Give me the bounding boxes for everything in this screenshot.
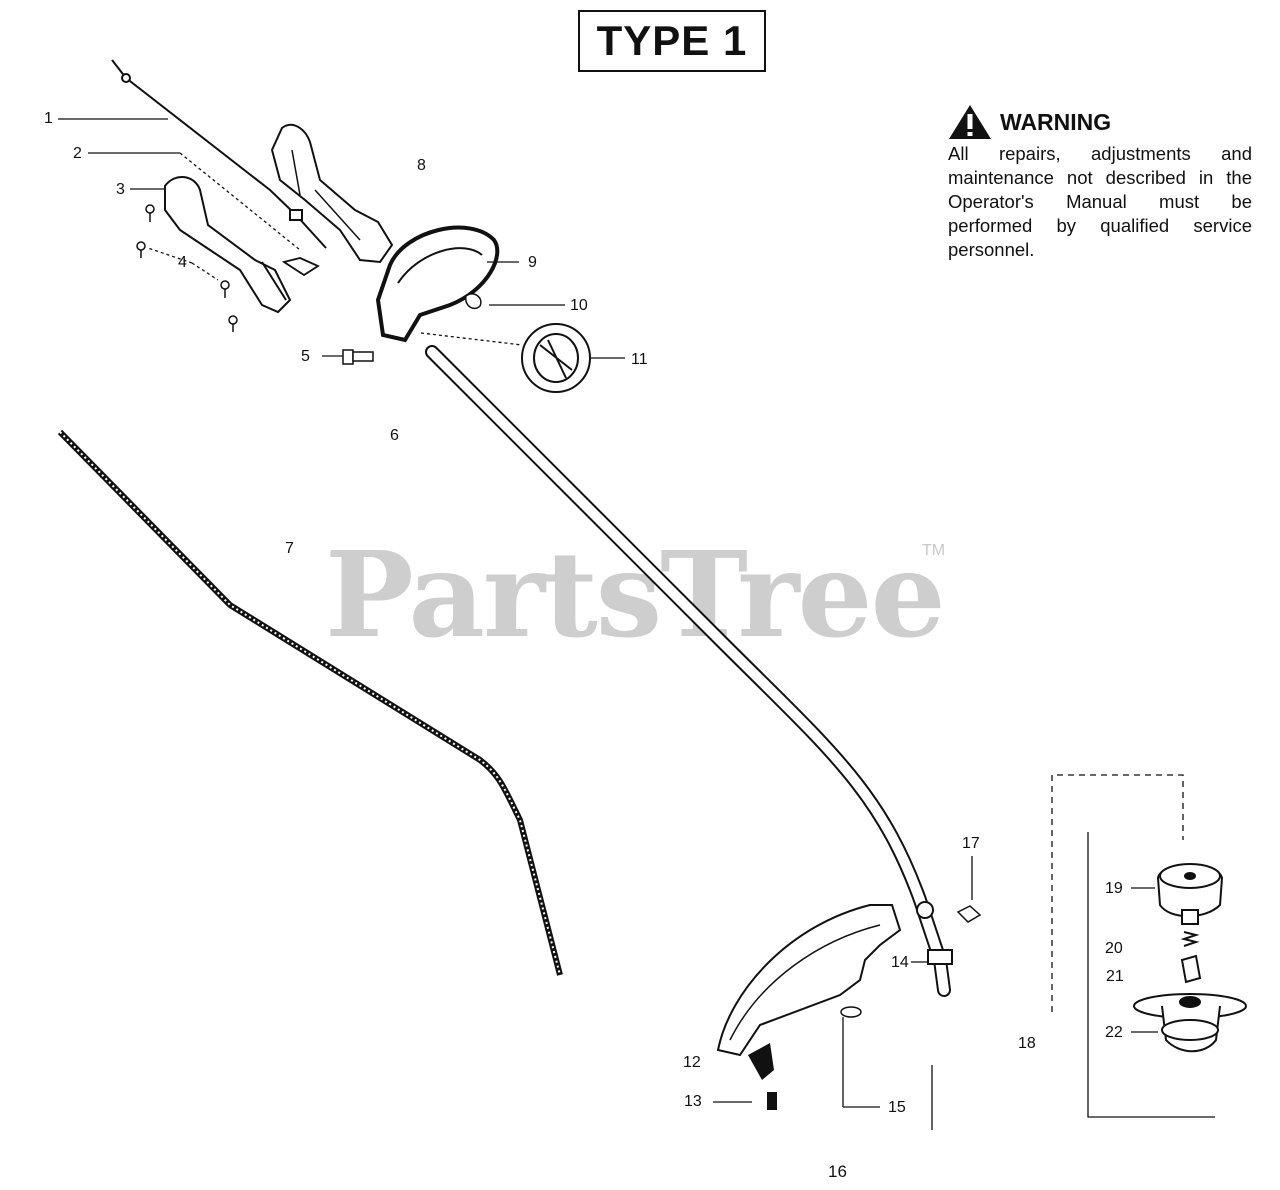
page-number: 16	[828, 1162, 847, 1181]
callout-6: 6	[390, 427, 399, 444]
grass-deflector-shield	[716, 904, 902, 1057]
spring	[1180, 931, 1200, 947]
warning-triangle-icon	[949, 105, 991, 139]
bump-knob	[1156, 863, 1224, 925]
flex-drive-cable	[57, 429, 563, 976]
callout-10: 10	[570, 297, 588, 314]
callout-9: 9	[528, 254, 537, 271]
watermark-trademark: TM	[922, 542, 946, 559]
trimmer-spool-housing	[1133, 993, 1247, 1053]
callout-14: 14	[891, 954, 909, 971]
line-cutter-blade	[748, 1043, 774, 1080]
callout-15: 15	[888, 1099, 906, 1116]
callout-21: 21	[1106, 968, 1124, 985]
callout-12: 12	[683, 1054, 701, 1071]
warning-notice: WARNING All repairs, adjustments and mai…	[948, 104, 1252, 262]
handle-half-right	[270, 123, 394, 264]
eyelet	[1180, 954, 1202, 984]
type-title-box: TYPE 1	[578, 10, 766, 72]
throttle-trigger	[281, 257, 320, 277]
warning-text: All repairs, adjustments and maintenance…	[948, 143, 1252, 260]
d-handle	[375, 225, 500, 343]
screws	[136, 204, 238, 332]
callout-1: 1	[44, 110, 53, 127]
clamp-bolt	[956, 905, 982, 923]
warning-heading: WARNING	[1000, 108, 1112, 135]
callout-13: 13	[684, 1093, 702, 1110]
clamp-knob	[521, 323, 591, 393]
handle-half-left	[164, 176, 292, 314]
callout-11: 11	[631, 351, 648, 368]
drive-shaft-tube	[425, 345, 951, 997]
callout-4: 4	[178, 254, 187, 271]
throttle-cable	[111, 59, 327, 249]
callout-7: 7	[285, 540, 294, 557]
shield-clamp	[916, 901, 953, 965]
callout-2: 2	[73, 145, 82, 162]
callout-17: 17	[962, 835, 980, 852]
callout-18: 18	[1018, 1035, 1036, 1052]
bolt	[342, 349, 374, 365]
callout-19: 19	[1105, 880, 1123, 897]
warning-heading-row: WARNING	[948, 104, 1252, 140]
handle-clip	[465, 293, 482, 310]
shield-screw	[840, 1006, 862, 1018]
callout-5: 5	[301, 348, 310, 365]
callout-8: 8	[417, 157, 426, 174]
callout-20: 20	[1105, 940, 1123, 957]
cutter-screw	[767, 1092, 777, 1110]
callout-3: 3	[116, 181, 125, 198]
callout-22: 22	[1105, 1024, 1123, 1041]
page-title: TYPE 1	[596, 17, 748, 64]
